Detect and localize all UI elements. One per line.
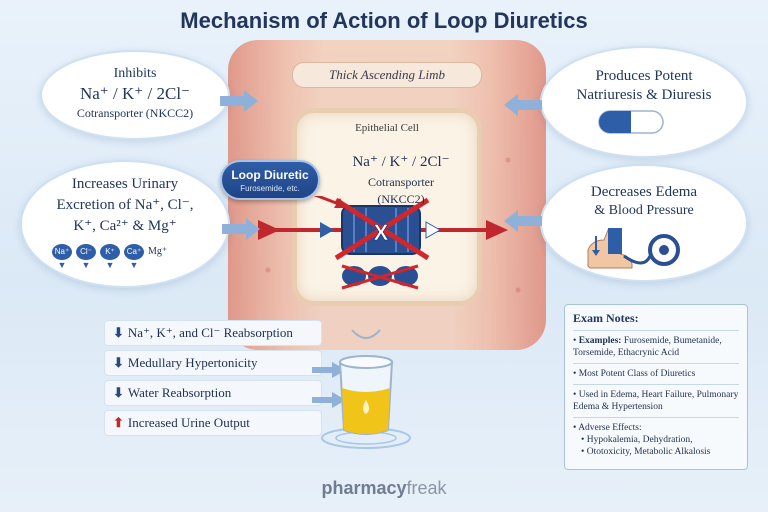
ion-ca: Ca⁺▼ <box>124 244 144 270</box>
ion-mg: Mg⁺ <box>148 246 168 257</box>
bubble-natriuresis: Produces Potent Natriuresis & Diuresis <box>540 46 748 158</box>
physiologic-effects-list: ⬇Na⁺, K⁺, and Cl⁻ Reabsorption ⬇Medullar… <box>104 320 322 440</box>
cotransporter-abbrev: (NKCC2) <box>377 192 425 206</box>
step-hypertonicity: ⬇Medullary Hypertonicity <box>104 350 322 376</box>
bubble-excretion-line2: Excretion of Na⁺, Cl⁻, <box>56 197 194 213</box>
brand-logo: pharmacyfreak <box>321 478 447 498</box>
down-arrow-icon: ▼ <box>129 260 139 270</box>
flow-arrow-mid-right-icon <box>425 221 442 239</box>
bubble-excretion: Increases Urinary Excretion of Na⁺, Cl⁻,… <box>20 160 230 288</box>
nkcc2-transporter-graphic: X <box>258 196 508 290</box>
arrow-to-beaker-1-icon <box>312 362 346 378</box>
down-arrow-icon: ▼ <box>105 260 115 270</box>
epithelial-cell-label: Epithelial Cell <box>355 122 419 134</box>
exam-note-potency: • Most Potent Class of Diuretics <box>573 363 739 384</box>
bubble-inhibits-line2: Na⁺ / K⁺ / 2Cl⁻ <box>79 84 191 103</box>
exam-note-uses: • Used in Edema, Heart Failure, Pulmonar… <box>573 384 739 417</box>
thick-ascending-limb-label: Thick Ascending Limb <box>292 62 482 88</box>
drug-binding-arrow-icon <box>334 198 346 208</box>
arrow-to-beaker-2-icon <box>312 392 346 408</box>
arrow-to-tissue-1-icon <box>220 90 258 112</box>
flow-arrow-right-icon <box>486 220 508 240</box>
down-arrow-icon: ⬇ <box>113 355 124 370</box>
down-arrow-icon: ⬇ <box>113 325 124 340</box>
bubble-inhibits-line1: Inhibits <box>113 66 157 81</box>
up-arrow-icon: ⬆ <box>113 415 124 430</box>
exam-notes-panel: Exam Notes: • Examples: Furosemide, Bume… <box>564 304 748 470</box>
exam-note-examples: • Examples: Furosemide, Bumetanide, Tors… <box>573 330 739 363</box>
adverse-effects-line1: • Hypokalemia, Dehydration, <box>581 435 693 445</box>
capsule-icon <box>598 110 664 134</box>
cotransporter-word: Cotransporter <box>368 175 434 189</box>
funnel-icon <box>351 329 381 339</box>
blocked-symbol: X <box>374 220 389 245</box>
step-urine: ⬆Increased Urine Output <box>104 410 322 436</box>
bubble-natriuresis-line1: Produces Potent <box>595 68 693 84</box>
down-arrow-icon: ▼ <box>81 260 91 270</box>
bubble-natriuresis-line2: Natriuresis & Diuresis <box>576 87 712 103</box>
step-water: ⬇Water Reabsorption <box>104 380 322 406</box>
down-arrow-icon: ▼ <box>57 260 67 270</box>
drug-example: Furosemide, etc. <box>240 184 300 193</box>
loop-diuretic-badge: Loop Diuretic Furosemide, etc. <box>220 160 320 200</box>
bubble-inhibits-line3: Cotransporter (NKCC2) <box>76 106 194 120</box>
drug-name: Loop Diuretic <box>231 168 309 182</box>
blocked-ion-channels <box>341 264 419 290</box>
exam-note-adverse: • Adverse Effects: • Hypokalemia, Dehydr… <box>573 417 739 462</box>
bubble-inhibits: Inhibits Na⁺ / K⁺ / 2Cl⁻ Cotransporter (… <box>40 50 230 140</box>
down-arrow-icon <box>592 250 600 256</box>
foot-and-bp-cuff-icon <box>587 228 680 269</box>
cotransporter-label: Na⁺ / K⁺ / 2Cl⁻ Cotransporter (NKCC2) <box>326 152 476 207</box>
bubble-excretion-line3: K⁺, Ca²⁺ & Mg⁺ <box>73 218 177 234</box>
arrow-from-tissue-2-icon <box>504 210 542 232</box>
flow-arrow-left-icon <box>258 220 280 240</box>
flow-arrow-mid-left-icon <box>320 222 334 238</box>
bubble-excretion-line1: Increases Urinary <box>71 176 179 192</box>
exam-notes-heading: Exam Notes: <box>573 311 639 325</box>
bubble-edema-line1: Decreases Edema <box>590 184 698 200</box>
ion-na: Na⁺▼ <box>52 244 72 270</box>
ion-k: K⁺▼ <box>100 244 120 270</box>
urine-beaker-icon <box>321 329 411 449</box>
excreted-ions-row: Na⁺▼ Cl⁻▼ K⁺▼ Ca⁺▼ Mg⁺ <box>52 244 167 270</box>
arrow-to-tissue-2-icon <box>222 218 260 240</box>
page-title: Mechanism of Action of Loop Diuretics <box>180 8 588 33</box>
step-reabsorption: ⬇Na⁺, K⁺, and Cl⁻ Reabsorption <box>104 320 322 346</box>
down-arrow-icon: ⬇ <box>113 385 124 400</box>
arrow-from-tissue-1-icon <box>504 94 542 116</box>
ion-cl: Cl⁻▼ <box>76 244 96 270</box>
adverse-effects-line2: • Ototoxicity, Metabolic Alkalosis <box>581 447 711 457</box>
cotransporter-ions: Na⁺ / K⁺ / 2Cl⁻ <box>352 154 450 170</box>
bubble-edema-line2: & Blood Pressure <box>594 203 694 218</box>
